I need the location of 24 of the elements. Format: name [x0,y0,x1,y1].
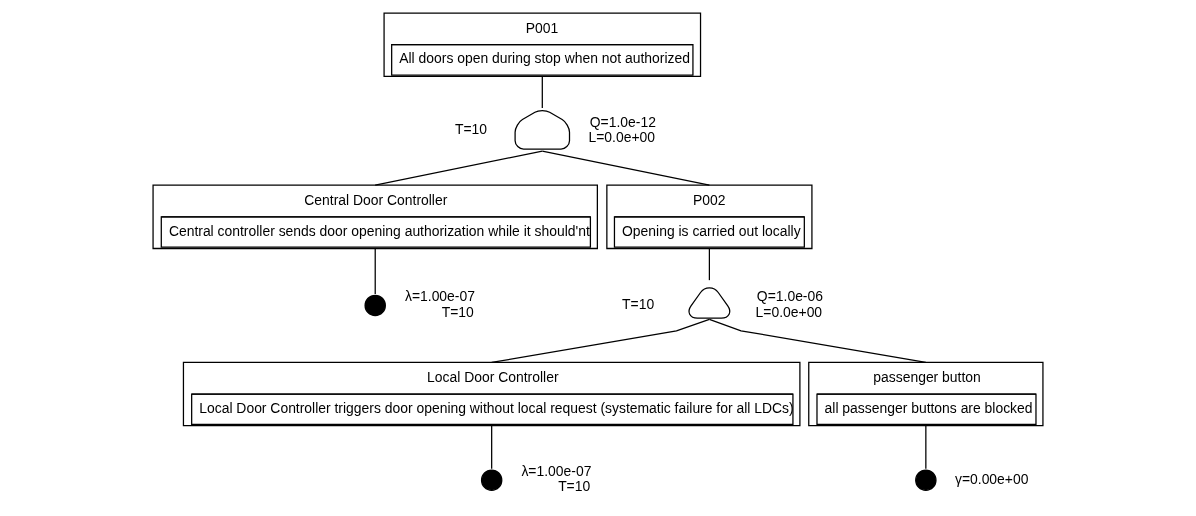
connector [925,425,927,470]
node-label: T=10 [558,478,591,495]
node-and-gate [514,110,571,150]
node-label: T=10 [454,121,488,138]
node-circle [364,294,386,317]
node-circle [915,469,937,491]
connector [374,247,376,295]
node-label: T=10 [622,296,655,313]
connector [708,318,927,364]
connector [374,150,543,186]
node-label: T=10 [441,303,474,320]
connector [708,247,711,281]
connector [541,150,711,186]
connector [541,75,543,109]
node-label: Q=1.0e-06 [756,288,823,305]
node-circle [480,469,503,491]
node-label: γ=0.00e+00 [954,470,1029,487]
node-label: λ=1.00e-07 [521,463,592,480]
node-or-gate [688,287,731,319]
node-label: L=0.0e+00 [755,303,823,320]
node-label: λ=1.00e-07 [404,288,475,305]
connector [491,425,493,470]
node-label: Q=1.0e-12 [589,113,656,130]
connector [491,318,711,364]
